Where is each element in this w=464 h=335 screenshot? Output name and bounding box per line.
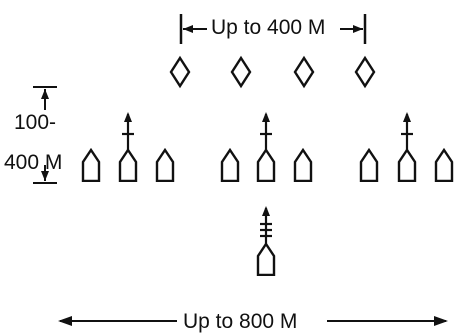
ship-hull-icon: [155, 148, 175, 182]
ship-with-mast-icon: [260, 112, 272, 150]
ship-hull-icon: [359, 148, 379, 182]
ship-hull-icon: [256, 242, 276, 276]
ship-hull-icon: [256, 148, 276, 182]
diamond-icon: [295, 58, 313, 86]
depth-label-line2: 400 M: [4, 151, 63, 174]
ship-hull-icon: [81, 148, 101, 182]
top-span-label: Up to 400 M: [211, 16, 326, 39]
ship-row: [81, 148, 454, 182]
depth-dimension: [33, 87, 57, 183]
diamond-icon: [232, 58, 250, 86]
ship-hull-icon: [118, 148, 138, 182]
bottom-span-dimension: [58, 316, 448, 326]
ship-masts: [122, 112, 413, 150]
depth-label-line1: 100-: [14, 111, 57, 134]
diamond-icon: [356, 58, 374, 86]
flagship: [256, 206, 276, 276]
ship-hull-icon: [397, 148, 417, 182]
ship-hull-icon: [434, 148, 454, 182]
bottom-span-label: Up to 800 M: [183, 310, 298, 333]
escort-diamonds: [171, 58, 374, 86]
ship-with-mast-icon: [401, 112, 413, 150]
diamond-icon: [171, 58, 189, 86]
ship-hull-icon: [293, 148, 313, 182]
top-span-dimension: [181, 14, 365, 44]
ship-with-mast-icon: [122, 112, 134, 150]
ship-hull-icon: [220, 148, 240, 182]
